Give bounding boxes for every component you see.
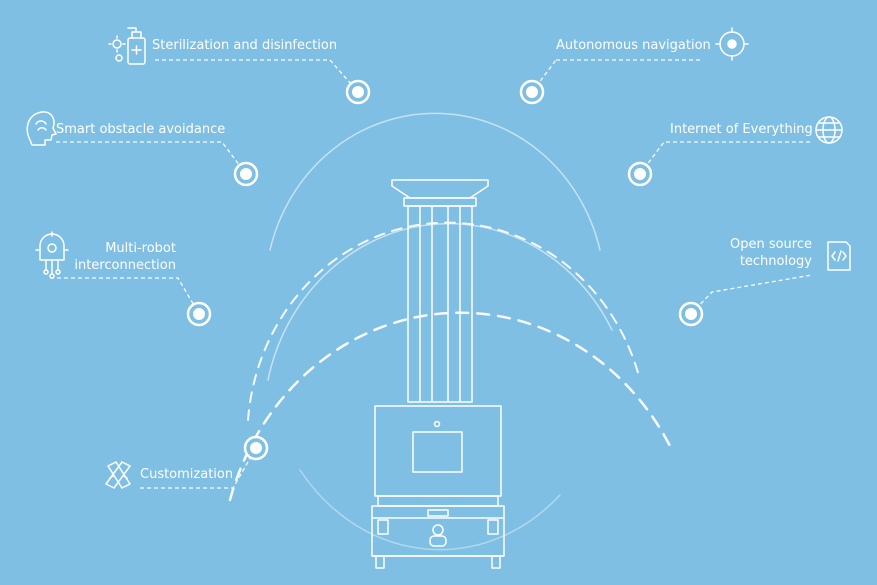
label-iot: Internet of Everything <box>670 122 813 137</box>
label-opensource-line2: technology <box>739 254 812 269</box>
nodes <box>186 79 704 461</box>
label-navigation: Autonomous navigation <box>556 38 711 53</box>
label-multirobot: Multi-robot interconnection <box>70 240 176 274</box>
label-opensource: Open source technology <box>700 236 812 270</box>
faint-rings <box>267 112 613 551</box>
globe-icon <box>815 116 843 144</box>
label-multirobot-line1: Multi-robot <box>105 241 176 256</box>
label-obstacle: Smart obstacle avoidance <box>56 122 226 137</box>
pencil-ruler-icon <box>105 461 131 489</box>
inner-dashed-ring <box>247 221 641 421</box>
outer-dashed-ring <box>228 311 674 502</box>
spray-bottle-icon <box>108 27 146 65</box>
crosshair-icon <box>715 27 749 61</box>
circuit-chip-icon <box>35 231 69 279</box>
code-document-icon <box>827 241 851 271</box>
label-multirobot-line2: interconnection <box>74 258 176 273</box>
label-sterilization: Sterilization and disinfection <box>152 38 338 53</box>
label-customization: Customization <box>140 467 234 482</box>
label-opensource-line1: Open source <box>729 237 812 252</box>
disinfection-robot-icon <box>371 179 505 569</box>
head-brain-icon <box>26 111 57 146</box>
